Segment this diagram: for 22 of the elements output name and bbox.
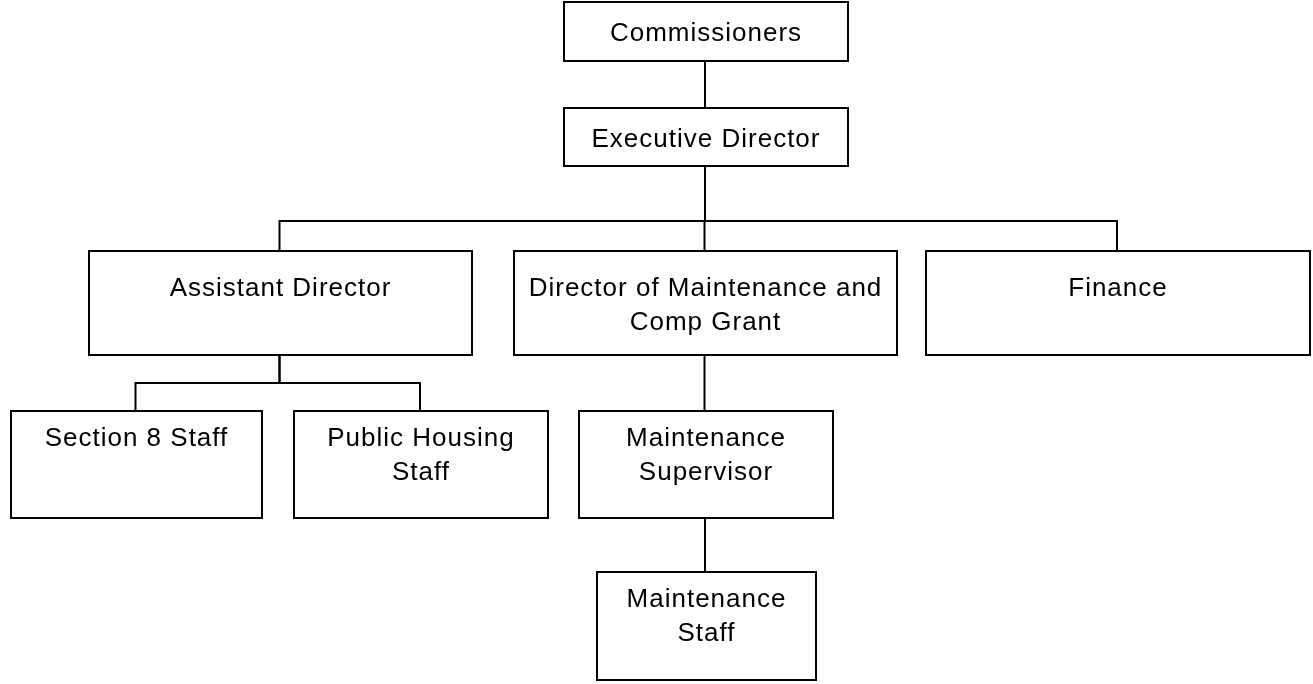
role-label: Section 8 Staff — [44, 421, 229, 454]
connector-line — [703, 355, 706, 411]
role-label: Assistant Director — [169, 271, 392, 304]
connector-line — [704, 61, 706, 108]
org-box — [596, 571, 817, 681]
role-label: Director of Maintenance and Comp Grant — [527, 271, 884, 338]
org-box — [563, 107, 849, 167]
org-box — [578, 410, 834, 519]
connector-line — [704, 518, 706, 572]
connector-line — [278, 355, 421, 411]
role-label: Maintenance Supervisor — [625, 421, 787, 488]
role-label: Commissioners — [609, 16, 803, 49]
role-label: Maintenance Staff — [625, 582, 788, 649]
org-box — [10, 410, 263, 519]
role-label: Public Housing Staff — [326, 421, 516, 488]
org-box — [563, 1, 849, 62]
org-box — [88, 250, 473, 356]
org-box — [925, 250, 1311, 356]
role-label: Executive Director — [591, 122, 821, 155]
org-box — [513, 250, 898, 356]
role-label: Finance — [1068, 271, 1168, 304]
org-box — [293, 410, 549, 519]
